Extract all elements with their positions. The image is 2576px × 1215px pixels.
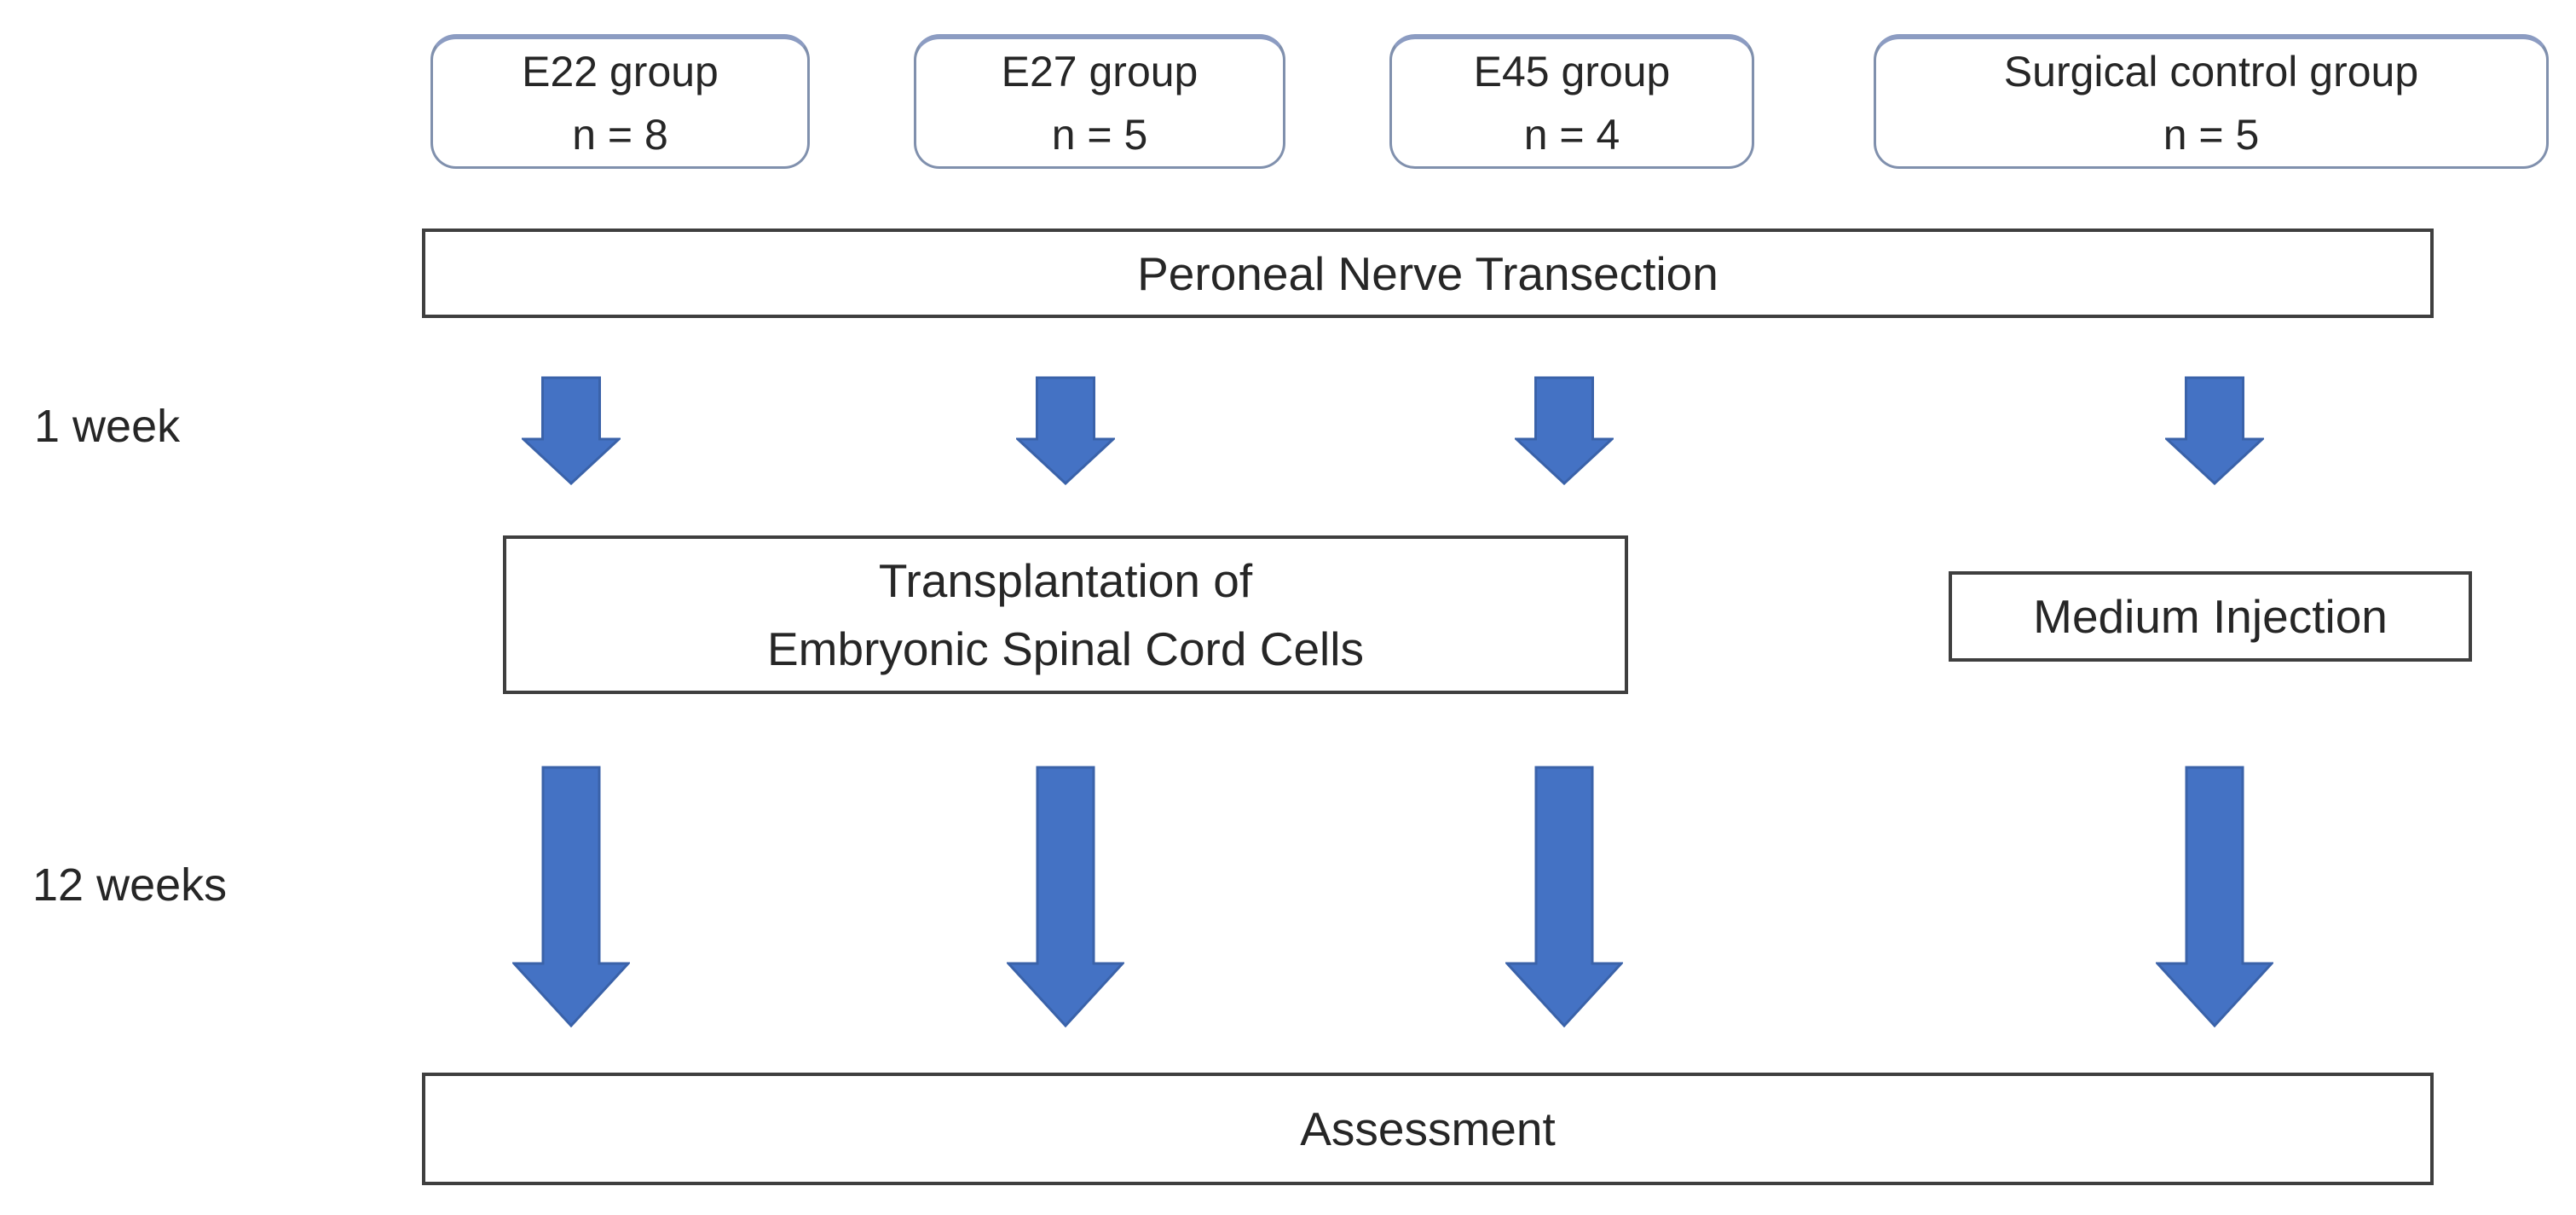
down-arrow-icon bbox=[2165, 376, 2264, 485]
down-arrow-icon bbox=[1016, 376, 1115, 485]
medium-injection-label: Medium Injection bbox=[2033, 590, 2388, 643]
group-box-e27: E27 group n = 5 bbox=[914, 34, 1285, 169]
assessment-label: Assessment bbox=[1300, 1102, 1556, 1155]
group-box-e45: E45 group n = 4 bbox=[1389, 34, 1754, 169]
group-name: E27 group bbox=[1001, 47, 1198, 95]
down-arrow-icon bbox=[2156, 766, 2273, 1027]
down-arrow-icon bbox=[1505, 766, 1623, 1027]
timeline-label-12-weeks: 12 weeks bbox=[32, 859, 228, 911]
timeline-label-1-week: 1 week bbox=[34, 401, 181, 452]
assessment-step-box: Assessment bbox=[422, 1073, 2434, 1185]
transection-step-box: Peroneal Nerve Transection bbox=[422, 229, 2434, 318]
group-name: E45 group bbox=[1473, 47, 1671, 95]
group-name: E22 group bbox=[522, 47, 719, 95]
down-arrow-icon bbox=[522, 376, 621, 485]
group-n: n = 4 bbox=[1523, 110, 1620, 159]
transplantation-label-line1: Transplantation of bbox=[878, 554, 1253, 607]
group-n: n = 5 bbox=[2163, 110, 2260, 159]
transection-label: Peroneal Nerve Transection bbox=[1137, 246, 1718, 300]
group-name: Surgical control group bbox=[2003, 47, 2419, 95]
transplantation-step-box: Transplantation of Embryonic Spinal Cord… bbox=[503, 535, 1628, 694]
medium-injection-step-box: Medium Injection bbox=[1949, 571, 2472, 662]
group-n: n = 8 bbox=[572, 110, 668, 159]
down-arrow-icon bbox=[512, 766, 630, 1027]
group-box-surgical-control: Surgical control group n = 5 bbox=[1874, 34, 2549, 169]
down-arrow-icon bbox=[1515, 376, 1614, 485]
group-n: n = 5 bbox=[1051, 110, 1148, 159]
group-box-e22: E22 group n = 8 bbox=[430, 34, 810, 169]
down-arrow-icon bbox=[1007, 766, 1124, 1027]
transplantation-label-line2: Embryonic Spinal Cord Cells bbox=[767, 622, 1364, 675]
